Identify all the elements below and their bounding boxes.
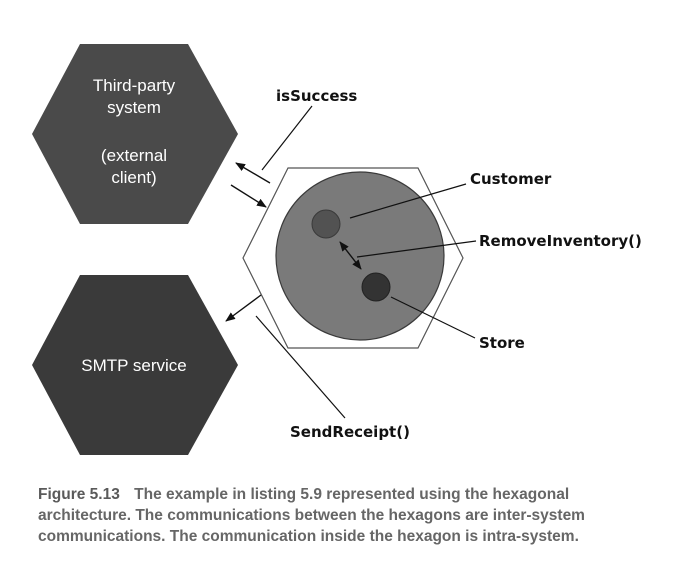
caption-text-line-1: The example in listing 5.9 represented u… bbox=[134, 486, 570, 503]
customer-leader-line bbox=[349, 183, 467, 219]
external-client-label-line2: system bbox=[107, 98, 161, 117]
is-success-label: isSuccess bbox=[276, 87, 357, 105]
arrow-system-to-smtp bbox=[225, 294, 262, 322]
figure-number: Figure 5.13 bbox=[38, 486, 120, 503]
send-receipt-leader-line bbox=[255, 315, 346, 419]
store-leader-line bbox=[390, 296, 476, 339]
external-client-hexagon-shape bbox=[32, 44, 238, 224]
send-receipt-label: SendReceipt() bbox=[290, 423, 410, 441]
customer-node bbox=[311, 209, 341, 239]
store-node bbox=[361, 272, 391, 302]
store-label: Store bbox=[479, 334, 525, 352]
arrow-system-to-client bbox=[235, 162, 271, 184]
customer-label: Customer bbox=[470, 170, 552, 188]
external-client-label-line1: Third-party bbox=[93, 76, 176, 95]
smtp-service-label: SMTP service bbox=[81, 356, 187, 375]
figure-caption: Figure 5.13 The example in listing 5.9 r… bbox=[38, 484, 668, 547]
remove-inventory-label: RemoveInventory() bbox=[479, 232, 642, 250]
smtp-service-hexagon: SMTP service bbox=[32, 275, 238, 455]
hexagonal-architecture-diagram: Third-party system (external client) SMT… bbox=[32, 44, 642, 455]
is-success-leader-line bbox=[261, 105, 313, 171]
smtp-service-hexagon-shape bbox=[32, 275, 238, 455]
caption-line-1: Figure 5.13 The example in listing 5.9 r… bbox=[38, 484, 668, 505]
external-client-label-line4: client) bbox=[111, 168, 156, 187]
arrow-client-to-system bbox=[230, 184, 267, 208]
external-client-label-line3: (external bbox=[101, 146, 167, 165]
caption-text-line-3: communications. The communication inside… bbox=[38, 528, 579, 545]
remove-inventory-leader-line bbox=[356, 240, 477, 258]
caption-text-line-2: architecture. The communications between… bbox=[38, 507, 585, 524]
external-client-hexagon: Third-party system (external client) bbox=[32, 44, 238, 224]
intra-system-arrow bbox=[339, 241, 362, 270]
